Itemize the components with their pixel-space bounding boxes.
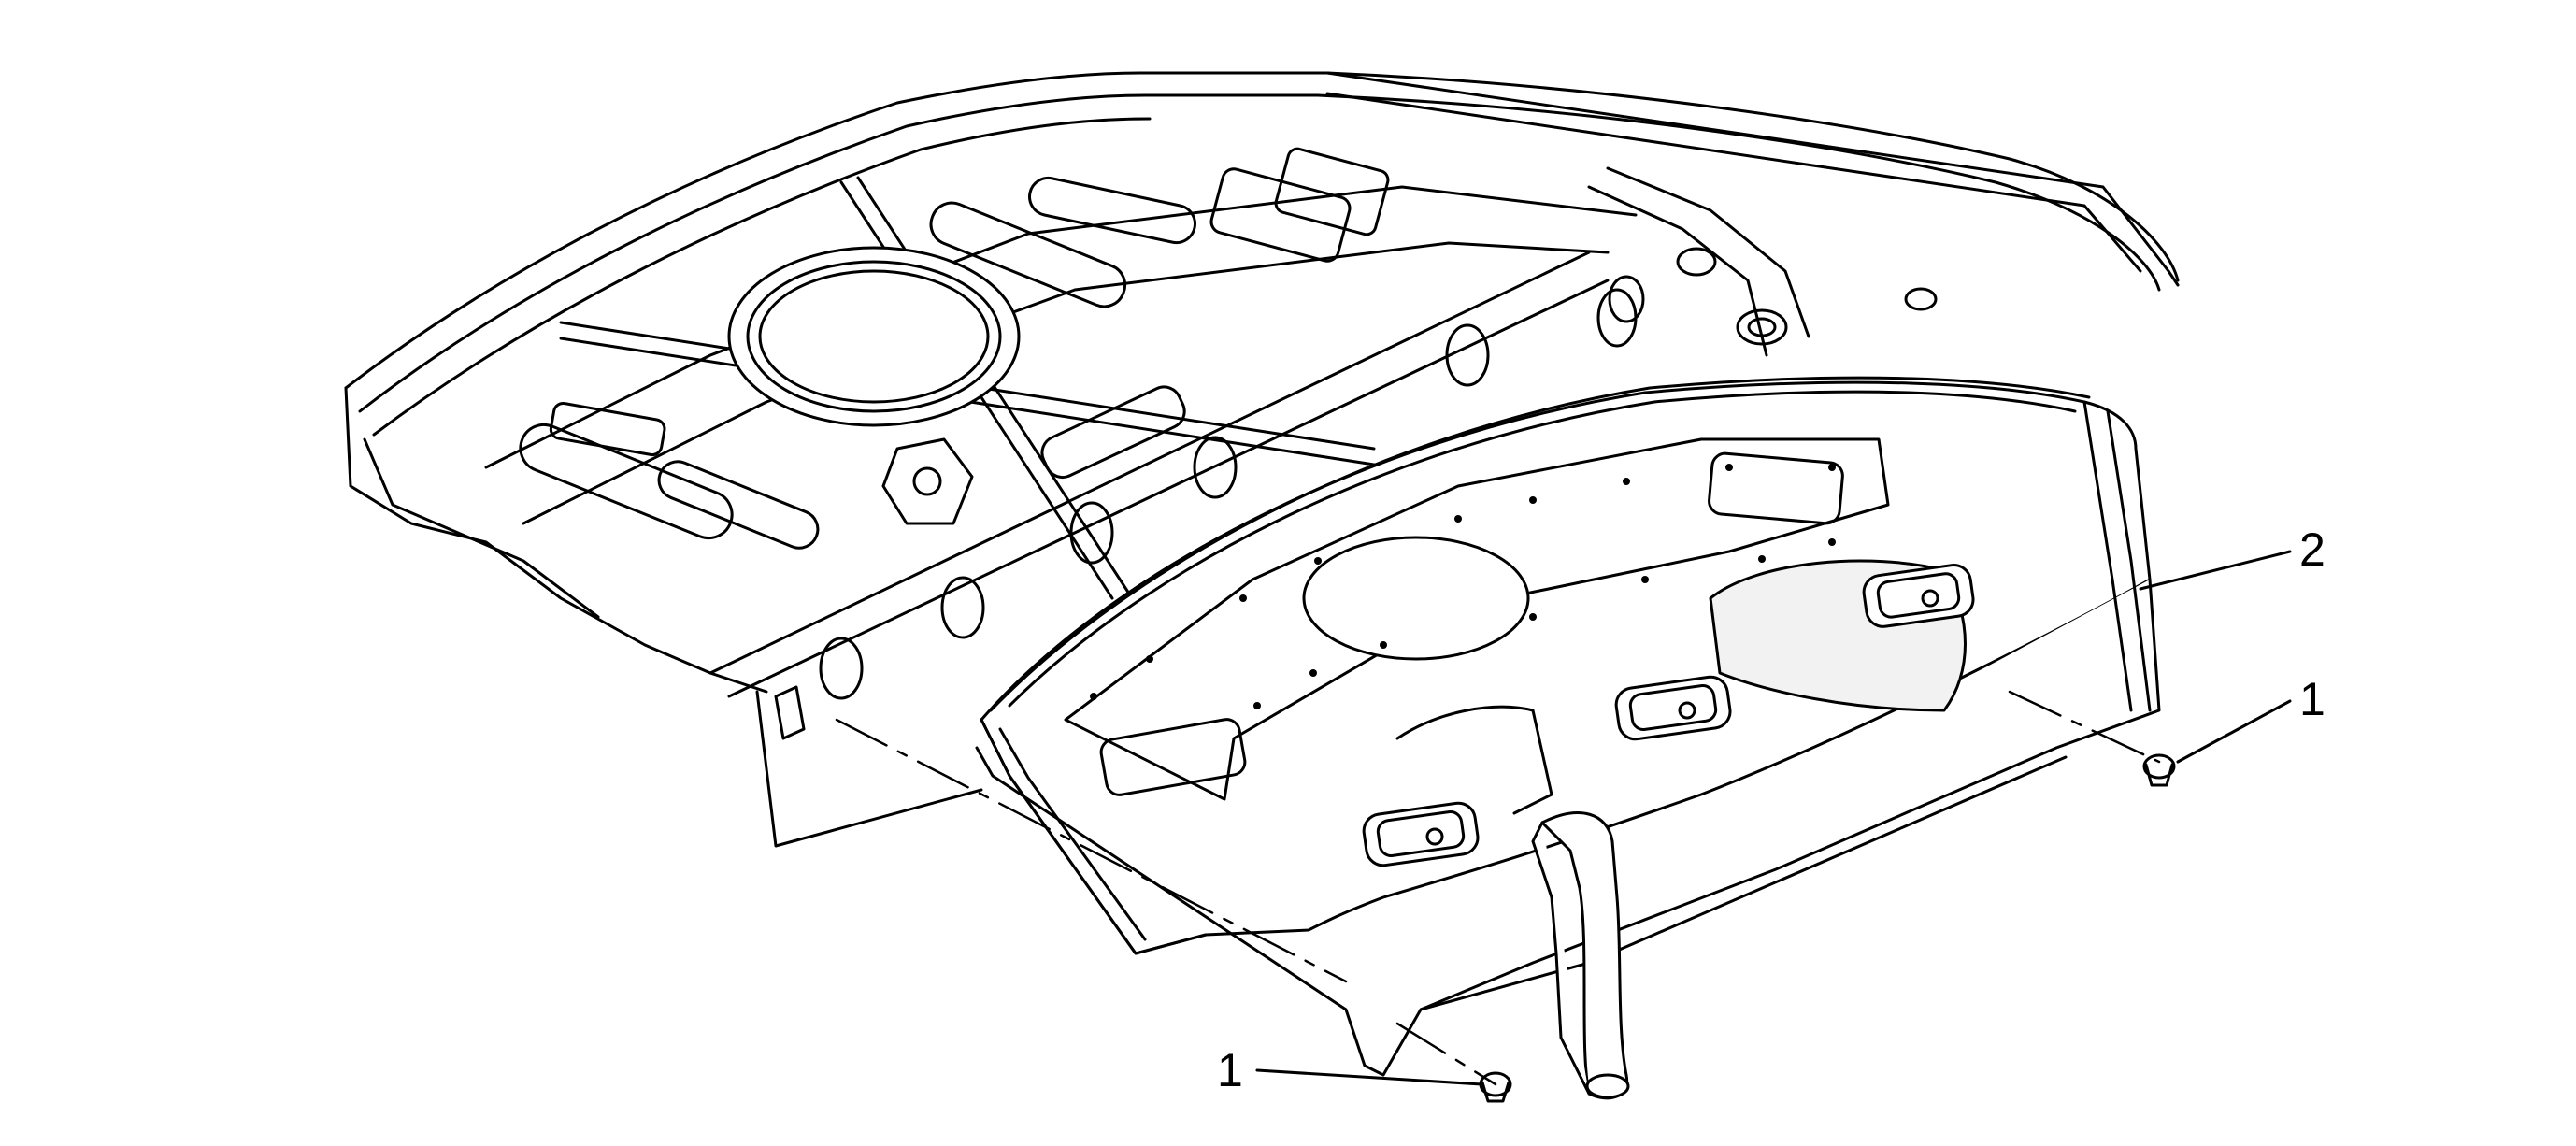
- panel-back-edge: [989, 376, 2091, 712]
- leader-line-panel: [2139, 550, 2292, 591]
- side-hole-1: [1445, 323, 1490, 387]
- upper-right-rail: [1325, 71, 2180, 287]
- body-right-side-2: [1606, 166, 1810, 338]
- side-hole-2: [1193, 436, 1238, 499]
- panel-front-edge-3: [975, 746, 1348, 1011]
- rear-rail-2: [727, 279, 1610, 698]
- panel-screw-holes: [1090, 464, 1836, 709]
- hose: [1531, 811, 1630, 1100]
- floor-pocket-5: [549, 401, 666, 457]
- lower-plate: [755, 690, 983, 848]
- panel-back-edge-2: [1008, 390, 2077, 708]
- belt-bezel-3: [1862, 564, 1975, 628]
- body-left-rail: [344, 386, 768, 694]
- floor-pocket-4: [657, 460, 820, 550]
- floor-pocket-2: [929, 201, 1127, 308]
- body-outer-arc: [344, 71, 2180, 390]
- rear-shelf-panel: [975, 376, 2161, 1077]
- spare-well-outer: [727, 246, 1021, 427]
- belt-bezel-1: [1362, 801, 1480, 867]
- hose-outer: [1540, 811, 1629, 1100]
- body-floor-outline-2: [522, 241, 1610, 525]
- right-mount-4: [1608, 275, 1645, 323]
- body-structure: [344, 71, 2180, 848]
- body-outer-arc-lip: [372, 117, 1152, 437]
- side-hole-4: [940, 576, 985, 639]
- panel-inner-board: [1064, 437, 1890, 801]
- alignment-lines: [835, 690, 2161, 1086]
- floor-pocket-1: [1028, 176, 1196, 245]
- right-mount-2-inner: [1747, 317, 1777, 337]
- side-hole-3: [1069, 501, 1114, 565]
- floor-pocket-8: [1040, 385, 1186, 480]
- body-left-rail-2: [363, 437, 600, 619]
- alignment-line-left: [835, 718, 1348, 983]
- hose-lower: [1531, 821, 1591, 1096]
- panel-front-face: [1344, 578, 2161, 1077]
- callout-fastener-right-label: 1: [2299, 673, 2326, 725]
- callout-panel-label: 2: [2299, 523, 2326, 576]
- rear-rail: [708, 251, 1591, 675]
- alignment-line-right: [2008, 690, 2161, 764]
- leader-line-fastener-right: [2176, 699, 2292, 764]
- upper-right-rail-2: [1325, 92, 2142, 273]
- panel-front-edge: [980, 718, 1208, 955]
- panel-speaker-opening: [1302, 536, 1530, 661]
- spare-well-inner-2: [758, 269, 990, 404]
- floor-pocket-6: [1209, 167, 1352, 263]
- floor-pocket-3: [519, 423, 734, 540]
- center-bracket-hole: [912, 466, 942, 496]
- spare-well-inner: [746, 260, 1002, 413]
- hose-end: [1585, 1073, 1630, 1099]
- belt-bezel-2: [1614, 675, 1732, 741]
- leader-line-fastener-left: [1255, 1068, 1483, 1086]
- right-mount-1: [1676, 247, 1717, 277]
- callouts: 2 1 1: [1217, 523, 2326, 1096]
- panel-top-surface: [980, 380, 2152, 955]
- floor-pocket-7: [1274, 147, 1390, 236]
- center-bracket: [881, 437, 974, 525]
- callout-fastener-left-label: 1: [1217, 1044, 1243, 1096]
- panel-opening-left: [1099, 718, 1247, 796]
- alignment-line-bottom: [1395, 1022, 1497, 1086]
- body-right-side: [1587, 185, 1768, 357]
- panel-front-edge-2: [998, 727, 1147, 941]
- panel-opening-right: [1708, 451, 1844, 525]
- panel-center-ridge: [1395, 705, 1553, 815]
- panel-right-edge: [2082, 400, 2133, 712]
- panel-right-edge-2: [2106, 409, 2152, 712]
- body-floor-outline: [484, 185, 1638, 469]
- body-outer-arc-inner: [358, 93, 2161, 413]
- fastener-right: [2142, 753, 2176, 787]
- side-hole-5: [819, 637, 864, 700]
- right-mount-3: [1904, 287, 1938, 311]
- lower-plate-slot: [774, 685, 806, 740]
- right-mount-2: [1736, 308, 1788, 346]
